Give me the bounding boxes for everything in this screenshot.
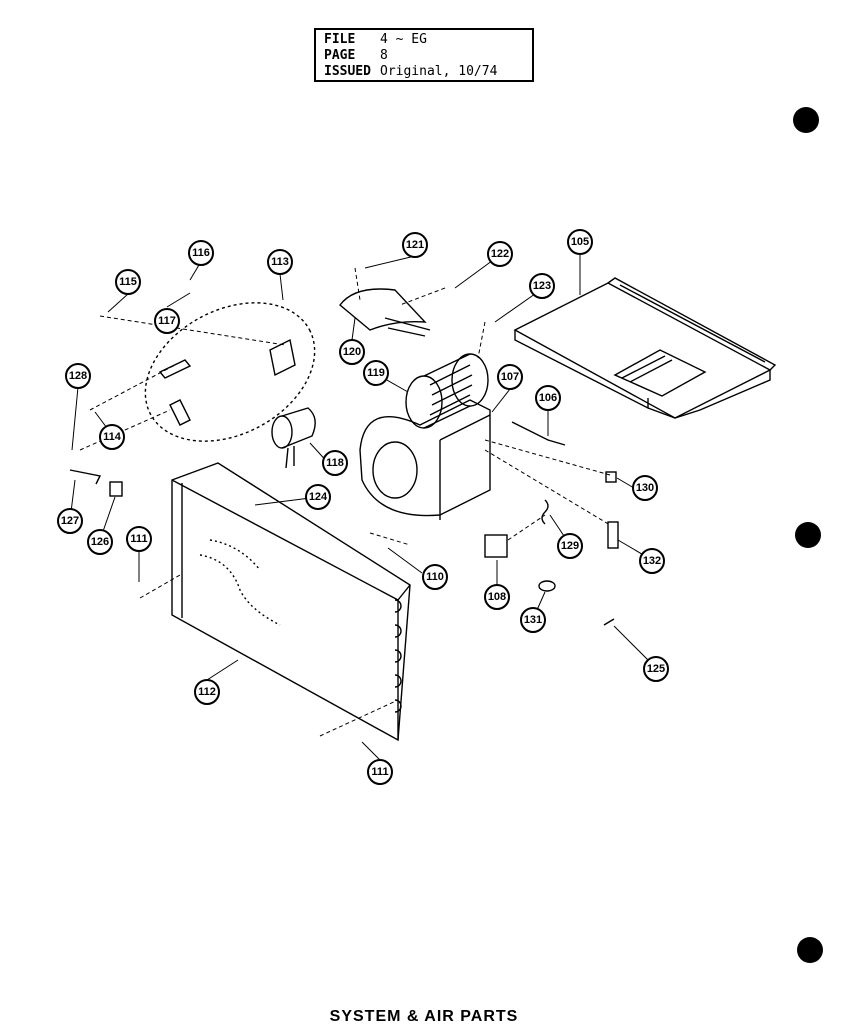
page-row: PAGE 8: [324, 48, 524, 64]
callout-132: 132: [643, 555, 661, 567]
callout-122: 122: [491, 248, 509, 260]
callout-130: 130: [636, 482, 654, 494]
callout-127: 127: [61, 515, 79, 527]
callout-107: 107: [501, 371, 519, 383]
file-label: FILE: [324, 32, 356, 47]
callout-118: 118: [326, 457, 344, 469]
mounting-group-113: [144, 302, 316, 442]
connector-126: [109, 481, 123, 497]
blower-wheel-119: [405, 353, 489, 429]
callout-113: 113: [271, 256, 289, 268]
coil-tubes: [394, 599, 402, 713]
top-panel-105: [513, 277, 777, 419]
callout-126: 126: [91, 536, 109, 548]
evaporator-coil-112: [171, 462, 411, 742]
file-value: 4 ~ EG: [380, 32, 427, 47]
issued-row: ISSUED Original, 10/74: [324, 64, 524, 80]
callout-labels: 105 106 107 108 110 111 111 112 113 114 …: [61, 236, 665, 778]
issued-value: Original, 10/74: [380, 64, 498, 79]
blower-housing-107: [359, 399, 491, 520]
callout-111-upper: 111: [130, 533, 147, 545]
clamp-131: [538, 580, 556, 592]
issued-label: ISSUED: [324, 64, 371, 79]
clip-129: [541, 499, 549, 525]
punch-hole-middle: [795, 522, 821, 548]
bracket-120: [339, 288, 431, 337]
page-label: PAGE: [324, 48, 356, 63]
callout-124: 124: [309, 491, 328, 503]
callout-111-lower: 111: [371, 766, 388, 778]
callout-117: 117: [158, 315, 176, 327]
clip-130: [605, 471, 617, 483]
file-info-box: FILE 4 ~ EG PAGE 8 ISSUED Original, 10/74: [314, 28, 534, 82]
callout-110: 110: [426, 571, 444, 583]
page-value: 8: [380, 48, 388, 63]
callout-116: 116: [192, 247, 210, 259]
bracket-127: [69, 469, 102, 485]
callout-circles: [57, 229, 669, 785]
part-125: [603, 618, 615, 626]
callout-119: 119: [367, 367, 385, 379]
callout-125: 125: [647, 663, 665, 675]
exploded-view-drawing: 105 106 107 108 110 111 111 112 113 114 …: [57, 229, 777, 785]
punch-hole-bottom: [797, 937, 823, 963]
diagram-title: SYSTEM & AIR PARTS: [329, 1008, 519, 1025]
file-row: FILE 4 ~ EG: [324, 32, 524, 48]
callout-108: 108: [488, 591, 506, 603]
callout-114: 114: [103, 431, 122, 443]
callout-131: 131: [524, 614, 542, 626]
callout-121: 121: [406, 239, 424, 251]
callout-106: 106: [539, 392, 557, 404]
callout-123: 123: [533, 280, 551, 292]
rod-106: [511, 421, 566, 446]
punch-hole-top: [793, 107, 819, 133]
callout-128: 128: [69, 370, 87, 382]
callout-112: 112: [198, 686, 216, 698]
callout-115: 115: [119, 276, 137, 288]
leader-lines: [79, 267, 611, 737]
motor-118: [271, 407, 316, 469]
capacitor-108: [484, 534, 508, 558]
mount-brackets: [158, 338, 296, 426]
callout-105: 105: [571, 236, 589, 248]
callout-129: 129: [561, 540, 579, 552]
callout-120: 120: [343, 346, 361, 358]
bracket-132: [607, 521, 619, 549]
